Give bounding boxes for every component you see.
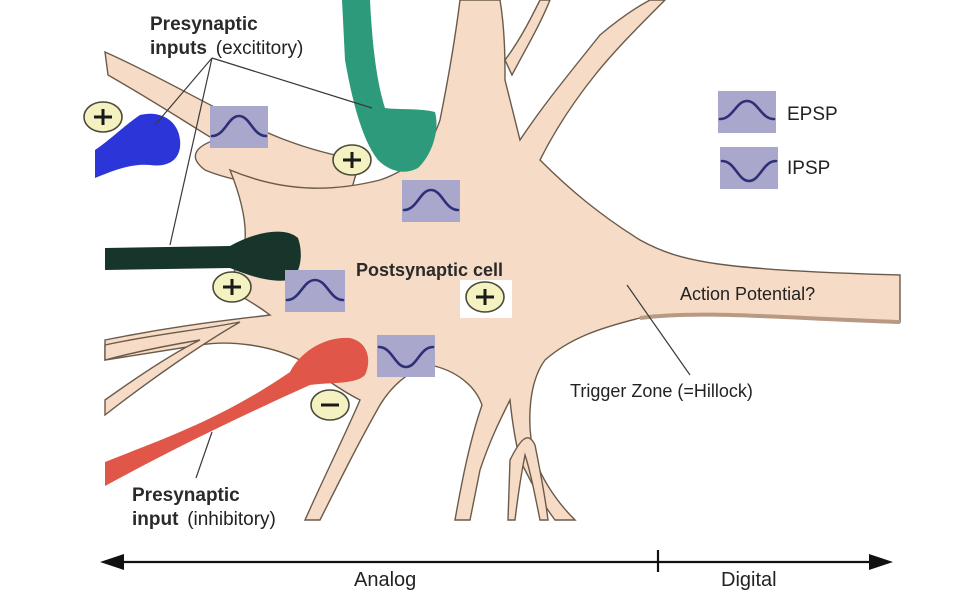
dendrite-top-branch [504, 0, 551, 77]
label-inhibitory-input: input [132, 509, 179, 530]
axon-shadow [639, 312, 901, 324]
epsp-wave-icon [718, 99, 776, 121]
analog-digital-axis: Analog Digital [100, 550, 893, 591]
excitatory-terminal-blue [95, 113, 181, 178]
label-excitatory-line2: inputs (excititory) [150, 38, 303, 59]
psp-marker-epsp [210, 106, 268, 148]
axis-label-analog: Analog [354, 569, 416, 591]
arrow-left-icon [100, 554, 124, 570]
ipsp-wave-icon [377, 345, 435, 369]
label-inhibitory-paren: (inhibitory) [187, 509, 276, 530]
cell-body [104, 0, 901, 521]
label-inhibitory-line2: input (inhibitory) [132, 509, 276, 530]
axis-label-digital: Digital [721, 569, 777, 591]
sign-plus [83, 101, 123, 133]
arrow-right-icon [869, 554, 893, 570]
inhibitory-terminal-red [105, 337, 369, 486]
epsp-wave-icon [402, 188, 460, 212]
label-excitatory-inputs: inputs [150, 38, 207, 59]
legend: EPSP IPSP [718, 91, 838, 189]
pointer-lines [154, 57, 691, 479]
label-excitatory-line1: Presynaptic [150, 14, 258, 35]
label-trigger-zone: Trigger Zone (=Hillock) [570, 381, 753, 401]
label-postsynaptic-cell: Postsynaptic cell [356, 260, 503, 280]
legend-label-ipsp: IPSP [787, 158, 830, 179]
legend-item-epsp: EPSP [718, 91, 838, 133]
excitatory-terminal-teal [342, 0, 437, 172]
sign-plus [465, 281, 505, 313]
dendrite-lower-left [104, 321, 241, 417]
sign-plus [212, 271, 252, 303]
label-action-potential: Action Potential? [680, 284, 815, 304]
sign-plus [332, 144, 372, 176]
label-excitatory-paren: (excititory) [216, 38, 304, 59]
legend-item-ipsp: IPSP [720, 147, 830, 189]
psp-marker-ipsp [377, 335, 435, 377]
label-inhibitory-line1: Presynaptic [132, 485, 240, 506]
psp-marker-epsp [402, 180, 460, 222]
sign-minus [310, 389, 350, 421]
legend-label-epsp: EPSP [787, 104, 838, 125]
epsp-wave-icon [285, 278, 345, 302]
dendrite-lower-fork [507, 437, 549, 521]
ipsp-wave-icon [720, 159, 778, 183]
epsp-wave-icon [210, 114, 268, 138]
excitatory-terminal-dark [105, 231, 301, 281]
psp-marker-epsp [285, 270, 345, 312]
